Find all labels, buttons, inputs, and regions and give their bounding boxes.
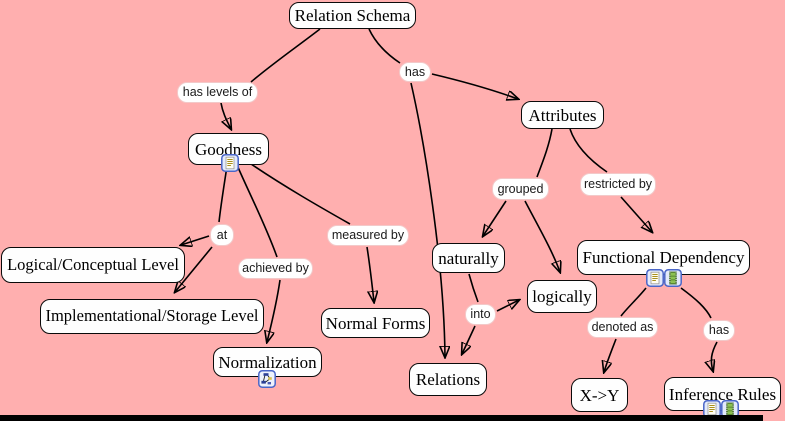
concept-attributes[interactable]: Attributes: [521, 101, 604, 129]
link-denoted-as[interactable]: denoted as: [587, 317, 658, 338]
edge-grouped-to-naturally[interactable]: [483, 200, 507, 236]
link-grouped[interactable]: grouped: [492, 178, 549, 200]
edge-denoted-as-to-x-y[interactable]: [604, 338, 617, 372]
link-has-fd[interactable]: has: [703, 320, 735, 341]
concept-relations[interactable]: Relations: [409, 363, 487, 396]
video-icon[interactable]: [664, 269, 682, 287]
window-bottom-edge: [0, 415, 763, 421]
edge-goodness-to-achieved-by[interactable]: [236, 164, 278, 258]
concept-logically[interactable]: logically: [527, 280, 597, 313]
edge-functional-dependency-to-has[interactable]: [680, 287, 712, 319]
note-icon[interactable]: [646, 269, 664, 287]
edge-measured-by-to-normal-forms[interactable]: [366, 246, 374, 302]
link-has-levels-of[interactable]: has levels of: [177, 82, 258, 103]
concept-x-to-y[interactable]: X->Y: [571, 378, 628, 412]
edge-goodness-to-at[interactable]: [218, 165, 228, 223]
edge-goodness-to-measured-by[interactable]: [250, 163, 351, 225]
edge-has-to-inference-rules[interactable]: [711, 341, 718, 371]
edge-into-to-logically[interactable]: [496, 300, 519, 312]
edge-grouped-to-logically[interactable]: [524, 200, 560, 272]
edge-attributes-to-grouped[interactable]: [536, 128, 553, 178]
edge-attributes-to-restricted-by[interactable]: [569, 128, 608, 173]
concept-naturally[interactable]: naturally: [432, 243, 505, 273]
cmap-icon[interactable]: [258, 370, 276, 388]
link-measured-by[interactable]: measured by: [327, 225, 409, 246]
edge-achieved-by-to-normalization[interactable]: [267, 279, 281, 342]
link-has-top[interactable]: has: [399, 62, 431, 82]
link-at[interactable]: at: [210, 224, 234, 246]
concept-normal-forms[interactable]: Normal Forms: [321, 308, 430, 338]
edge-naturally-to-into[interactable]: [468, 273, 479, 303]
note-icon[interactable]: [221, 154, 239, 172]
edge-has-to-relations[interactable]: [410, 82, 445, 357]
link-restricted-by[interactable]: restricted by: [580, 173, 656, 196]
edge-into-to-relations[interactable]: [462, 325, 476, 354]
edge-has-levels-of-to-goodness[interactable]: [220, 102, 231, 129]
link-into[interactable]: into: [465, 304, 496, 325]
edge-at-to-logical-conceptual-level[interactable]: [181, 235, 210, 245]
edge-functional-dependency-to-denoted-as[interactable]: [620, 287, 647, 317]
edge-has-to-attributes[interactable]: [431, 73, 518, 99]
concept-logical-conceptual-level[interactable]: Logical/Conceptual Level: [1, 247, 185, 283]
edge-restricted-by-to-functional-dependency[interactable]: [620, 196, 652, 232]
concept-implementational-storage-level[interactable]: Implementational/Storage Level: [40, 299, 264, 334]
edge-relation-schema-to-has-levels-of[interactable]: [250, 28, 321, 83]
concept-relation-schema[interactable]: Relation Schema: [289, 2, 416, 29]
concept-functional-dependency[interactable]: Functional Dependency: [577, 240, 750, 275]
edge-relation-schema-to-has[interactable]: [368, 28, 401, 64]
edge-at-to-implementational-storage-level[interactable]: [175, 246, 213, 292]
link-achieved-by[interactable]: achieved by: [238, 258, 313, 279]
